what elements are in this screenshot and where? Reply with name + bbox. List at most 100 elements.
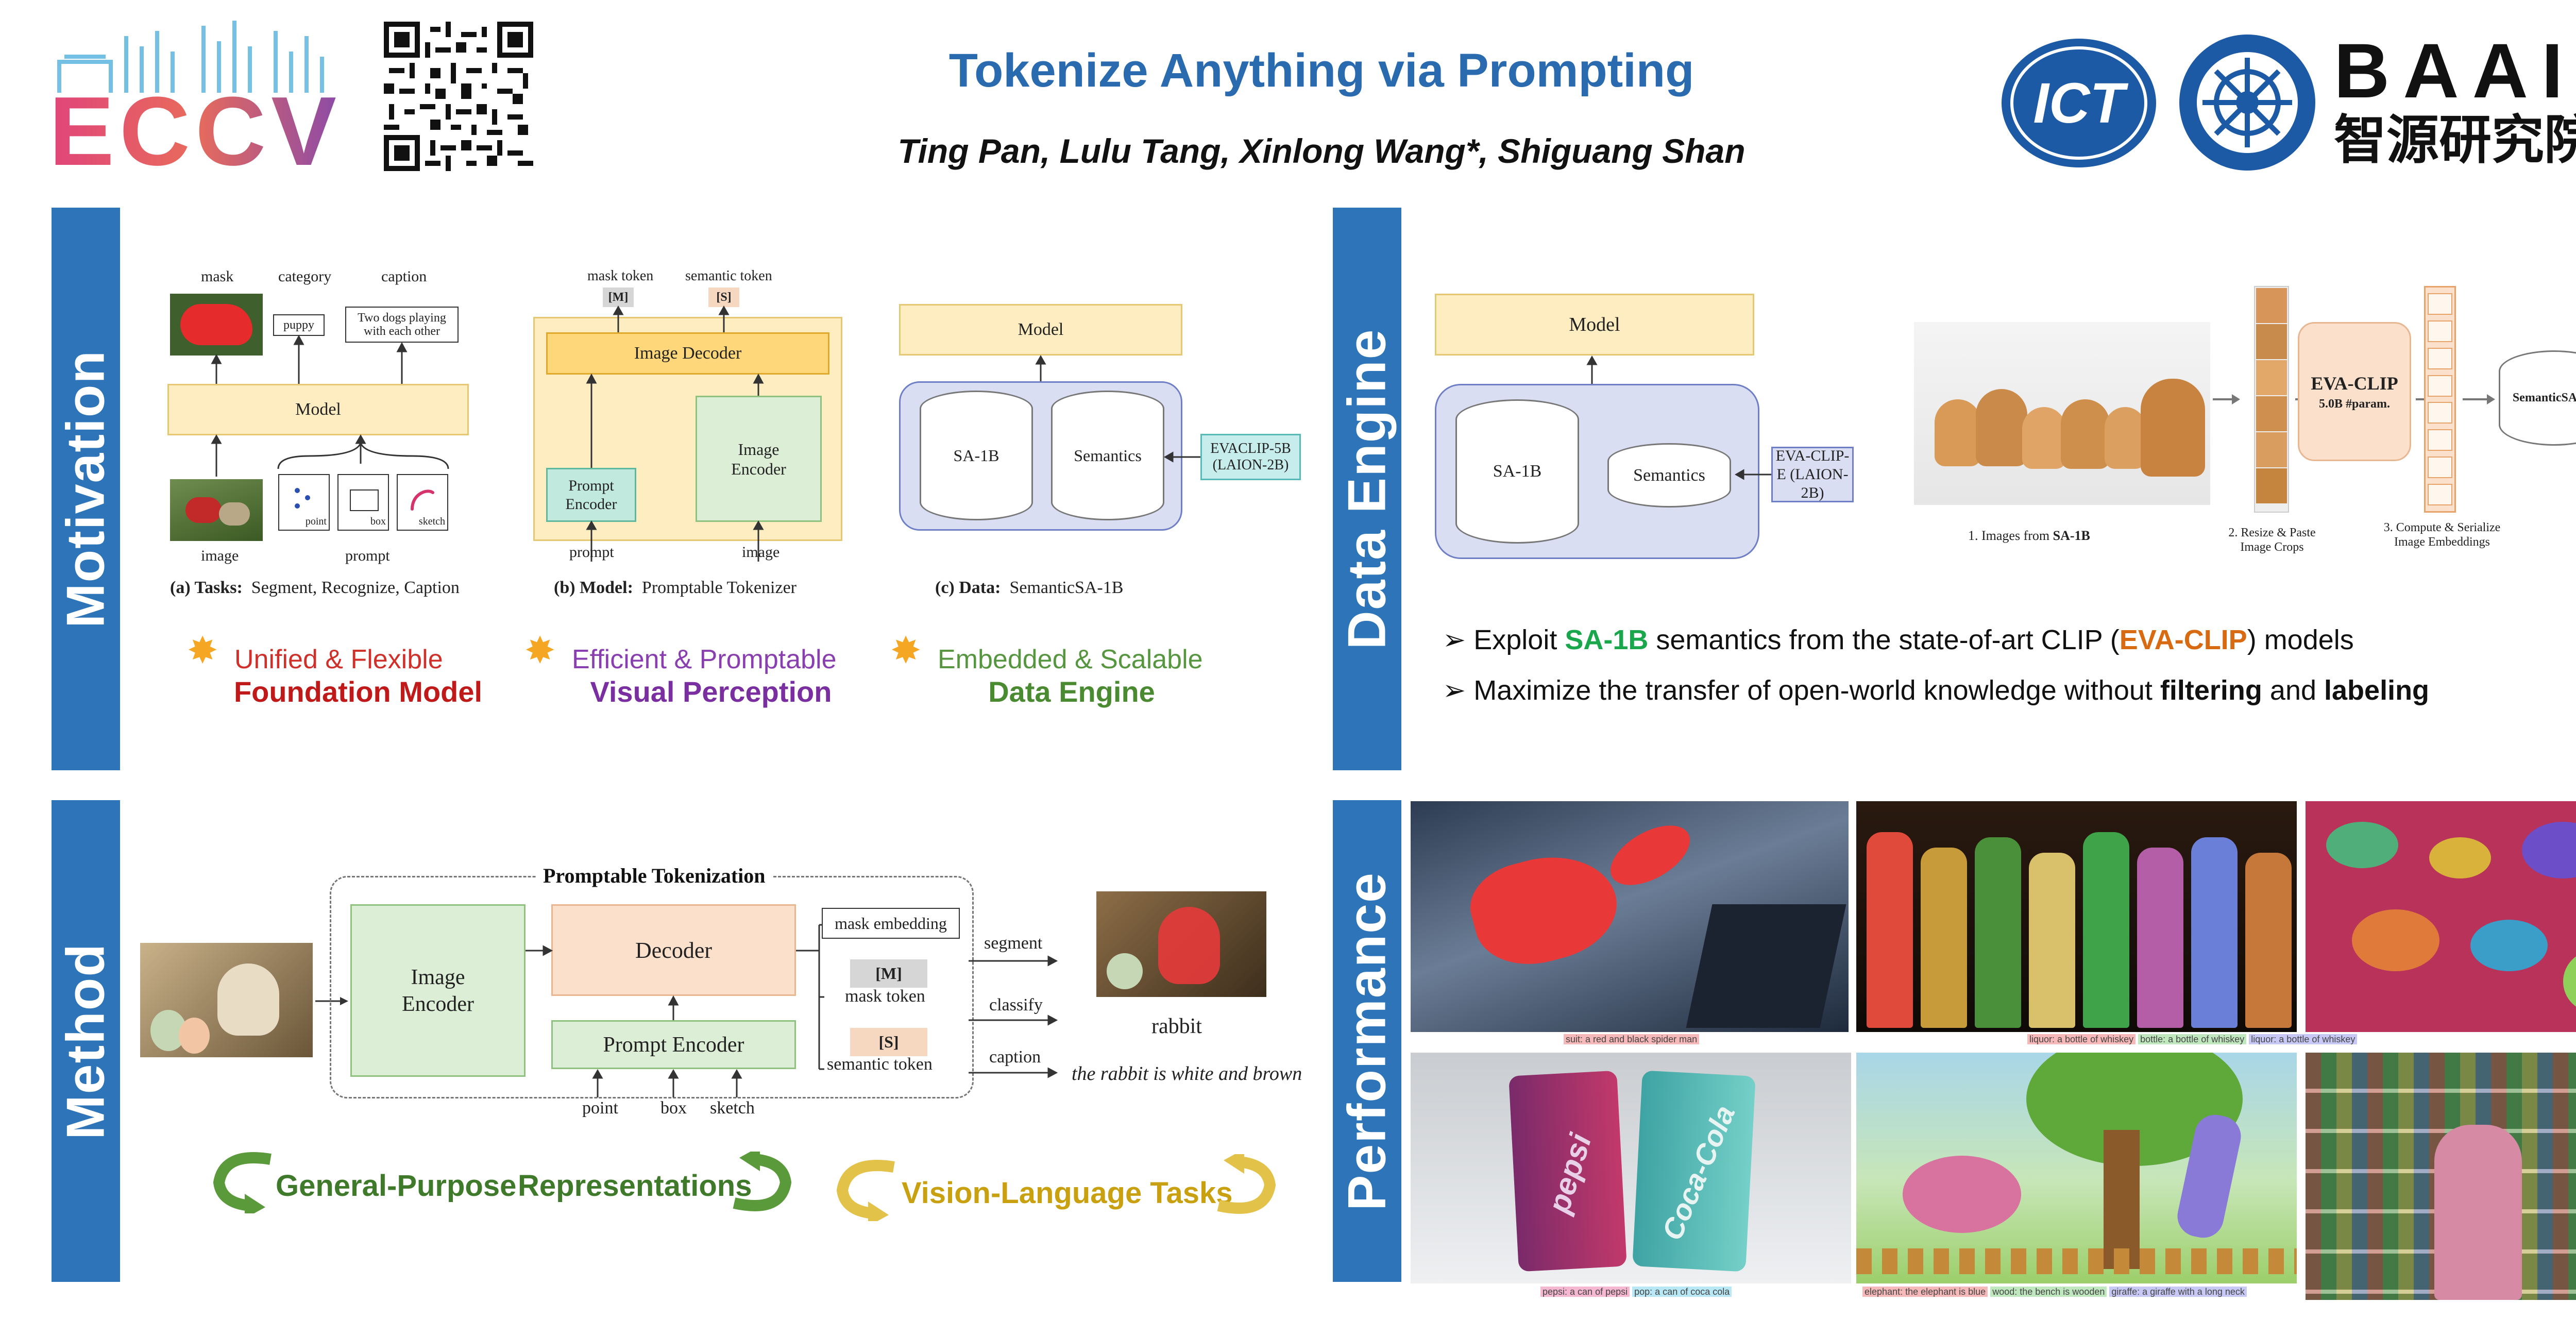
performance-sidebar: Performance [1333,800,1401,1282]
tasks-prompt-label: prompt [345,547,390,564]
image-encoder-box: Image Encoder [696,396,822,522]
baai-logo-cn: 智源研究院 [2334,111,2576,170]
rabbit-caption: the rabbit is white and brown [1072,1063,1302,1085]
puppy-box: puppy [273,314,325,336]
step1-label: 1. Images from SA-1B [1968,528,2090,544]
bullet2-labeling: labeling [2324,675,2430,706]
bullet1-mid: semantics from the state-of-art CLIP ( [1648,624,2120,655]
caption-box: Two dogs playing with each other [345,307,459,343]
dogs-mask-image [170,294,263,356]
bullet1-sa1b: SA-1B [1565,624,1649,655]
cas-logo-icon [2177,32,2318,174]
cans-caption-b: pop: a can of coca cola [1632,1287,1732,1297]
qr-code[interactable] [384,22,533,171]
rabbit-label: rabbit [1151,1014,1202,1038]
eva-clip-params: 5.0B #param. [2319,397,2390,411]
data-model-box: Model [899,304,1182,356]
caption-label: caption [381,268,427,285]
de-semantics-cylinder: Semantics [1607,443,1731,508]
method-mask-token-label: mask token [845,987,925,1006]
bullet-arrow-icon: ➢ [1443,624,1474,655]
vision-language-label: Vision-Language Tasks [902,1176,1233,1210]
tasks-diagram: mask category caption puppy Two dogs pla… [155,263,515,608]
data-arrows [1035,354,1200,463]
method-arrows [526,924,1058,1097]
cans-caption-a: pepsi: a can of pepsi [1540,1287,1630,1297]
de-model-box: Model [1435,294,1754,356]
spiderman-image [1411,801,1849,1032]
point-label: point [305,516,327,527]
motivation-label: Motivation [56,350,115,628]
semantic-token-label: semantic token [685,268,772,284]
data-engine-diagram: Model SA-1B Semantics EVA-CLIP-E (LAION-… [1432,291,1855,569]
data-caption-rest: SemanticSA-1B [1009,578,1124,597]
de-arrows [1586,355,1771,480]
model-arrows [586,305,764,562]
arrow-right-icon [315,997,348,1005]
method-prompt-encoder: Prompt Encoder [551,1020,796,1069]
segment-label: segment [984,934,1043,953]
mask-embedding-box: mask embedding [822,908,960,939]
feature-data-engine-main: Data Engine [988,675,1155,708]
feature-foundation-main: Foundation Model [233,675,483,708]
cycle-arrow-left-icon [213,1152,272,1213]
cycle-arrow-left-icon [836,1160,895,1221]
data-engine-sidebar: Data Engine [1333,208,1401,770]
cycle-arrow-right-icon [733,1152,792,1211]
feature-perception-main: Visual Perception [590,675,832,708]
data-caption-bold: (c) Data: [935,578,1001,597]
model-caption-bold: (b) Model: [554,578,633,597]
caption-output-label: caption [989,1047,1041,1067]
cans-image: pepsi Coca-Cola [1411,1053,1851,1283]
data-diagram: Model SA-1B Semantics EVACLIP-5B (LAION-… [891,299,1303,608]
step1-bold: SA-1B [2053,528,2090,543]
bullet2-mid: and [2262,675,2325,706]
box-label: box [370,516,386,527]
de-sa1b-cylinder: SA-1B [1455,399,1579,544]
step2-label: 2. Resize & Paste Image Crops [2228,526,2316,554]
model-caption-rest: Promptable Tokenizer [641,578,796,597]
pepsi-can-text: pepsi [1541,1129,1598,1217]
bullet-arrow-icon: ➢ [1443,675,1474,706]
method-decoder: Decoder [551,904,796,996]
tasks-caption-bold: (a) Tasks: [170,578,243,597]
bullet2-pre: Maximize the transfer of open-world know… [1473,675,2160,706]
whiskey-caption-a: liquor: a bottle of whiskey [2027,1034,2136,1044]
method-image-encoder: Image Encoder [350,904,526,1077]
feature-data-engine-sub: Embedded & Scalable [938,645,1203,674]
cartoon-caption: elephant: the elephant is blue wood: the… [1862,1287,2247,1297]
tasks-arrows [211,334,449,477]
cartoon-caption-c: giraffe: a giraffe with a long neck [2109,1287,2247,1297]
data-engine-bullet-2: ➢ Maximize the transfer of open-world kn… [1443,674,2429,706]
whiskey-bottles-image [1856,801,2297,1032]
method-semantic-token-label: semantic token [827,1055,933,1074]
ict-logo: ICT [1999,36,2159,170]
s-token: [S] [708,288,739,307]
rabbit-input-image [140,943,313,1057]
sketch-label: sketch [418,516,445,527]
evaclip-5b-box: EVACLIP-5B (LAION-2B) [1200,434,1301,480]
data-engine-bullet-1: ➢ Exploit SA-1B semantics from the state… [1443,623,2354,656]
motivation-sidebar: Motivation [52,208,120,770]
supermarket-image [2306,1053,2576,1300]
method-m-token: [M] [850,959,927,988]
eccv-logo-text: ECCV [49,77,342,170]
eva-clip-box: EVA-CLIP 5.0B #param. [2298,322,2411,461]
whiskey-caption-b: bottle: a bottle of whiskey [2138,1034,2247,1044]
point-prompt-box: point [278,474,330,531]
model-diagram: mask token semantic token [M] [S] Image … [526,263,855,608]
spiderman-caption-text: suit: a red and black spider man [1564,1034,1700,1044]
method-sidebar: Method [52,800,120,1282]
method-point-label: point [582,1098,618,1118]
model-image-label: image [742,544,780,561]
box-prompt-box: box [337,474,389,531]
promptable-tokenization-title: Promptable Tokenization [536,864,773,888]
data-caption: (c) Data: SemanticSA-1B [935,578,1123,598]
eva-clip-title: EVA-CLIP [2311,373,2398,394]
step1-text: 1. Images from [1968,528,2050,543]
tasks-image-label: image [201,547,239,564]
cartoon-caption-b: wood: the bench is wooden [1990,1287,2107,1297]
spiderman-caption: suit: a red and black spider man [1564,1034,1700,1045]
image-decoder-box: Image Decoder [546,332,829,375]
classify-label: classify [989,995,1043,1014]
